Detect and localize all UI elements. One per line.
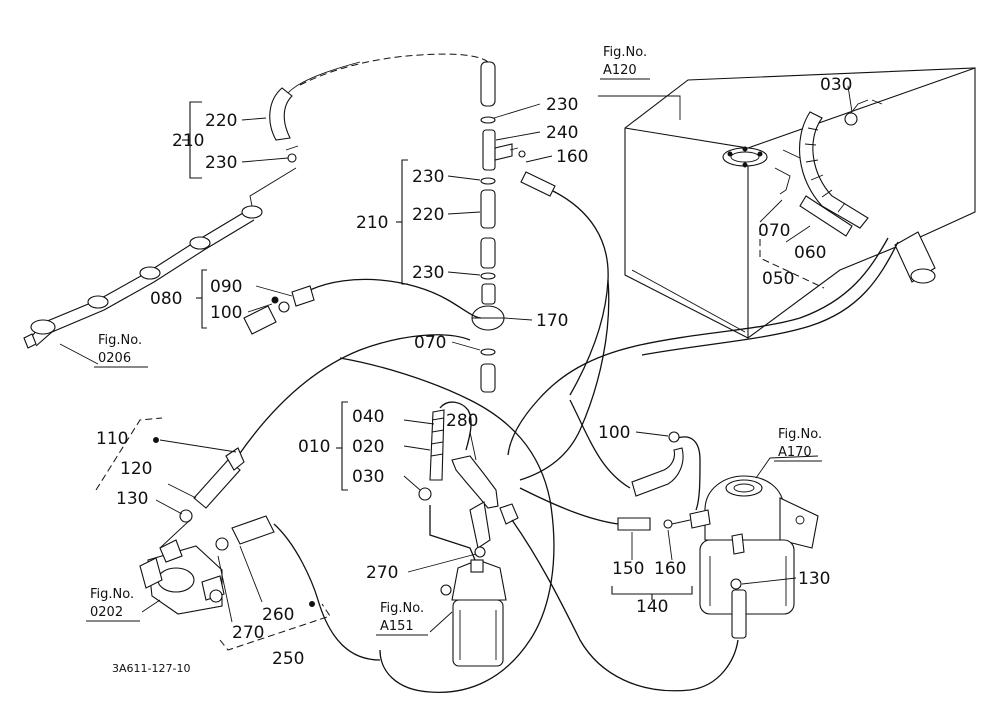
label-080: 080 — [150, 289, 182, 309]
lower-loop-pipe — [339, 357, 555, 693]
label-240: 240 — [546, 123, 578, 143]
label-060: 060 — [794, 243, 826, 263]
pipe-120 — [159, 447, 245, 549]
label-130a: 130 — [116, 489, 148, 509]
label-070b: 070 — [758, 221, 790, 241]
label-110: 110 — [96, 429, 128, 449]
fig-a151-title: Fig.No. — [380, 601, 424, 616]
label-270b: 270 — [232, 623, 264, 643]
label-250: 250 — [272, 649, 304, 669]
fig-a170-title: Fig.No. — [778, 427, 822, 442]
label-020: 020 — [352, 437, 384, 457]
main-fuel-pipe — [507, 237, 899, 456]
label-210a: 210 — [172, 131, 204, 151]
fig-a170-number: A170 — [778, 445, 812, 460]
label-040: 040 — [352, 407, 384, 427]
label-030b: 030 — [820, 75, 852, 95]
fuel-tank — [624, 67, 976, 339]
filter-inlet-hoses — [519, 399, 701, 531]
fig-0202-number: 0202 — [90, 605, 123, 620]
part-labels: 210 220 230 230 240 160 230 210 220 230 … — [96, 75, 852, 669]
fig-a120-title: Fig.No. — [603, 45, 647, 60]
drawing-code: 3A611-127-10 — [112, 662, 190, 675]
fig-a151-number: A151 — [380, 619, 414, 634]
label-140: 140 — [636, 597, 668, 617]
label-230a: 230 — [205, 153, 237, 173]
group-brackets — [95, 101, 825, 651]
hose-260 — [215, 515, 381, 661]
label-160a: 160 — [556, 147, 588, 167]
label-260: 260 — [262, 605, 294, 625]
label-230b: 230 — [546, 95, 578, 115]
injector-rail — [23, 167, 297, 349]
leak-off-hose — [243, 278, 482, 335]
label-280: 280 — [446, 411, 478, 431]
hose-010-group — [418, 401, 519, 561]
lower-loop-pipe-2 — [511, 519, 739, 692]
tank-return-hose — [774, 99, 883, 237]
label-090: 090 — [210, 277, 242, 297]
label-230d: 230 — [412, 263, 444, 283]
label-050: 050 — [762, 269, 794, 289]
label-130b: 130 — [798, 569, 830, 589]
fig-0202-title: Fig.No. — [90, 587, 134, 602]
fuel-filter — [689, 475, 819, 639]
label-030a: 030 — [352, 467, 384, 487]
label-010: 010 — [298, 437, 330, 457]
label-100b: 100 — [598, 423, 630, 443]
center-tube-assembly — [471, 61, 610, 481]
return-line — [299, 53, 489, 86]
label-120: 120 — [120, 459, 152, 479]
fig-a120-number: A120 — [603, 63, 637, 78]
fig-0206-title: Fig.No. — [98, 333, 142, 348]
label-150: 150 — [612, 559, 644, 579]
label-210b: 210 — [356, 213, 388, 233]
label-070a: 070 — [414, 333, 446, 353]
overflow-hose-220 — [269, 61, 361, 163]
label-270a: 270 — [366, 563, 398, 583]
label-220b: 220 — [412, 205, 444, 225]
label-100a: 100 — [210, 303, 242, 323]
label-170: 170 — [536, 311, 568, 331]
label-220a: 220 — [205, 111, 237, 131]
label-230c: 230 — [412, 167, 444, 187]
feed-pipe — [237, 334, 471, 457]
water-separator — [440, 559, 507, 667]
injection-pump — [139, 539, 225, 615]
fig-0206-number: 0206 — [98, 351, 131, 366]
figure-references: Fig.No. A120 Fig.No. A170 Fig.No. A151 F… — [86, 45, 822, 636]
leader-lines — [59, 85, 853, 633]
label-160b: 160 — [654, 559, 686, 579]
